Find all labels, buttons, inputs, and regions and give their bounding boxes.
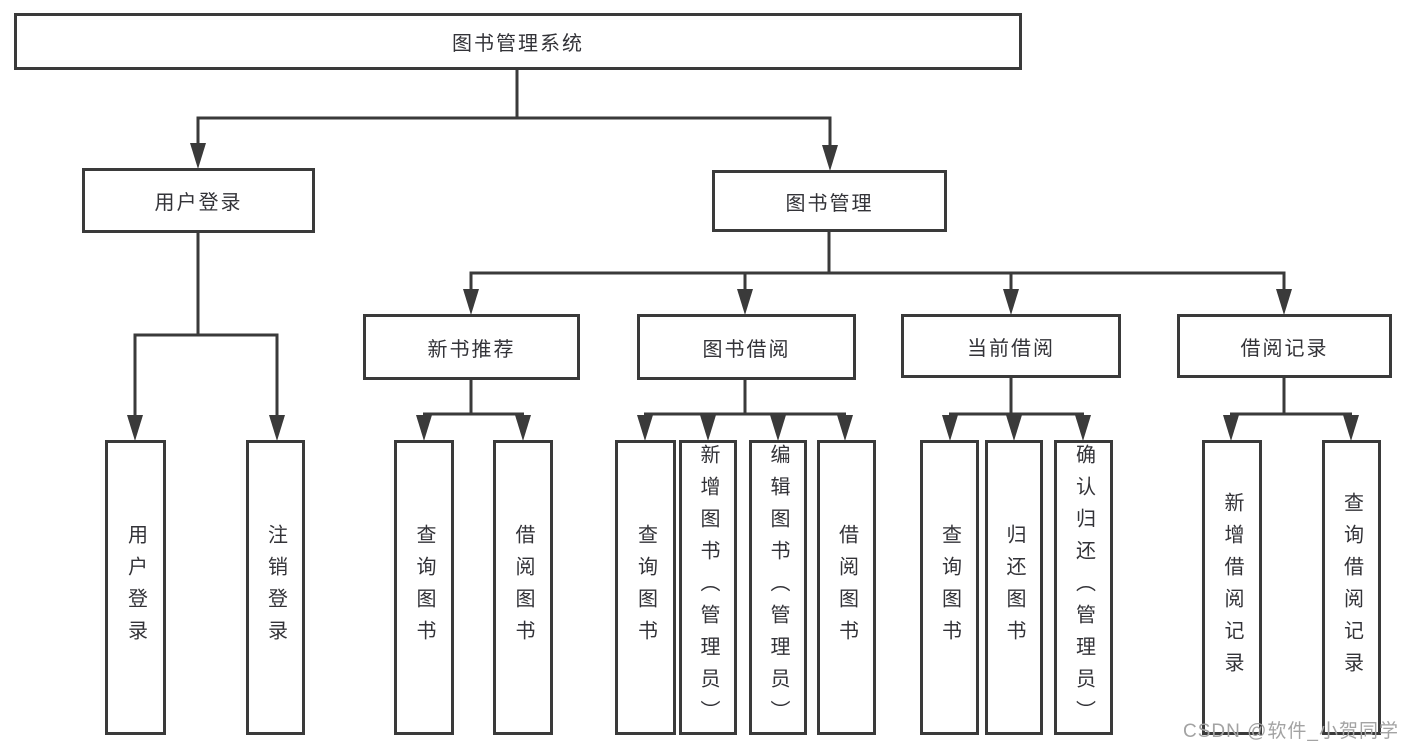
leaf-bookborrow-query-books: 查询图书 — [615, 440, 676, 735]
node-label: 归还图书 — [1003, 523, 1025, 652]
node-label: 当前借阅 — [967, 337, 1055, 360]
arrowhead-icon — [269, 415, 285, 441]
leaf-user-login: 用户登录 — [105, 440, 166, 735]
node-book-borrowing: 图书借阅 — [637, 314, 856, 380]
node-label: 借阅记录 — [1240, 337, 1329, 360]
leaf-newbooks-borrow-books: 借阅图书 — [493, 440, 553, 735]
arrowhead-icon — [637, 415, 653, 441]
arrowhead-icon — [770, 415, 786, 441]
edge-lines — [133, 70, 1352, 420]
arrowhead-icon — [1276, 289, 1292, 315]
arrowhead-icon — [190, 143, 206, 169]
node-label: 用户登录 — [124, 523, 147, 652]
arrowhead-icon — [1075, 415, 1091, 441]
leaf-bookborrow-borrow-books: 借阅图书 — [817, 440, 876, 735]
node-label: 图书管理 — [785, 192, 874, 215]
node-label: 新书推荐 — [427, 338, 516, 361]
node-user-login: 用户登录 — [82, 168, 315, 233]
leaf-newbooks-query-books: 查询图书 — [394, 440, 454, 735]
leaf-logout-login: 注销登录 — [246, 440, 305, 735]
node-new-book-recommendation: 新书推荐 — [363, 314, 580, 380]
leaf-records-query-borrow-record: 查询借阅记录 — [1322, 440, 1381, 735]
leaf-currentborrow-confirm-return-admin: 确认归还（管理员） — [1054, 440, 1113, 735]
watermark: CSDN @软件_小贺同学 — [1183, 721, 1399, 742]
leaf-bookborrow-add-books-admin: 新增图书（管理员） — [679, 440, 737, 735]
arrowhead-icon — [463, 289, 479, 315]
leaf-currentborrow-query-books: 查询图书 — [920, 440, 979, 735]
node-label: 新增图书（管理员） — [697, 443, 719, 732]
arrowhead-icon — [1006, 415, 1022, 441]
node-label: 用户登录 — [154, 192, 243, 214]
node-label: 借阅图书 — [512, 523, 534, 652]
node-label: 图书管理系统 — [452, 33, 584, 55]
arrowhead-icon — [515, 415, 531, 441]
arrowheads — [127, 143, 1359, 441]
leaf-records-add-borrow-record: 新增借阅记录 — [1202, 440, 1262, 735]
node-label: 编辑图书（管理员） — [767, 443, 789, 732]
node-label: 图书借阅 — [702, 338, 791, 361]
arrowhead-icon — [837, 415, 853, 441]
node-book-management: 图书管理 — [712, 170, 947, 232]
arrowhead-icon — [1343, 415, 1359, 441]
arrowhead-icon — [737, 289, 753, 315]
node-label: 借阅图书 — [835, 523, 858, 652]
node-current-borrowing: 当前借阅 — [901, 314, 1121, 378]
arrowhead-icon — [127, 415, 143, 441]
arrowhead-icon — [942, 415, 958, 441]
node-root-book-management-system: 图书管理系统 — [14, 13, 1022, 70]
arrowhead-icon — [822, 145, 838, 171]
leaf-bookborrow-edit-books-admin: 编辑图书（管理员） — [749, 440, 807, 735]
node-label: 查询图书 — [413, 523, 435, 652]
arrowhead-icon — [1003, 289, 1019, 315]
arrowhead-icon — [416, 415, 432, 441]
leaf-currentborrow-return-books: 归还图书 — [985, 440, 1043, 735]
node-label: 查询借阅记录 — [1340, 491, 1363, 684]
node-label: 确认归还（管理员） — [1072, 443, 1095, 732]
node-label: 注销登录 — [264, 523, 287, 652]
node-label: 查询图书 — [938, 523, 961, 652]
node-label: 新增借阅记录 — [1221, 491, 1243, 684]
node-borrowing-records: 借阅记录 — [1177, 314, 1392, 378]
node-label: 查询图书 — [634, 523, 657, 652]
arrowhead-icon — [700, 415, 716, 441]
arrowhead-icon — [1223, 415, 1239, 441]
